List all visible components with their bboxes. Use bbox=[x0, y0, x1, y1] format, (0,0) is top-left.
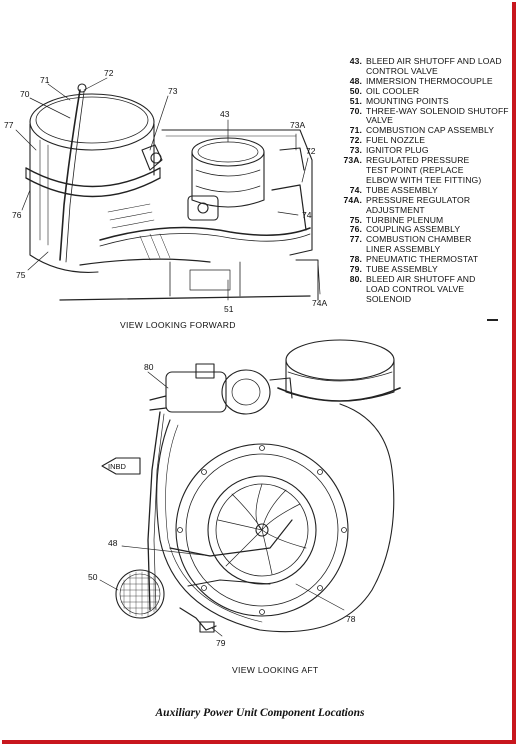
legend-row: SOLENOID bbox=[334, 293, 514, 305]
legend-row: ADJUSTMENT bbox=[334, 204, 514, 216]
legend-number: 75. bbox=[349, 214, 362, 225]
callout-73a: 73A bbox=[290, 120, 305, 130]
legend-number: 76. bbox=[349, 224, 362, 235]
legend-number: 79. bbox=[349, 264, 362, 275]
callout-78: 78 bbox=[346, 614, 356, 624]
legend-description: LINER ASSEMBLY bbox=[366, 244, 441, 255]
legend-description: TEST POINT (REPLACE bbox=[366, 164, 464, 175]
callout-80: 80 bbox=[144, 362, 154, 372]
legend-row: 48. IMMERSION THERMOCOUPLE bbox=[334, 75, 514, 87]
legend-description: COMBUSTION CAP ASSEMBLY bbox=[366, 125, 495, 136]
callout-71: 71 bbox=[40, 75, 50, 85]
legend-number: 72. bbox=[349, 135, 362, 146]
legend-row: 70. THREE-WAY SOLENOID SHUTOFF bbox=[334, 105, 514, 117]
legend-row: TEST POINT (REPLACE bbox=[334, 164, 514, 176]
legend-row: 74. TUBE ASSEMBLY bbox=[334, 184, 514, 196]
legend-description: ADJUSTMENT bbox=[366, 204, 425, 215]
callout-51: 51 bbox=[224, 304, 234, 314]
legend-row: 73A. REGULATED PRESSURE bbox=[334, 155, 514, 166]
legend-description: CONTROL VALVE bbox=[366, 65, 438, 76]
legend-row: LOAD CONTROL VALVE bbox=[334, 283, 514, 295]
legend-row: CONTROL VALVE bbox=[334, 65, 514, 77]
view-forward-label: VIEW LOOKING FORWARD bbox=[120, 320, 236, 330]
legend-number: 43. bbox=[349, 56, 362, 66]
legend-row: 72. FUEL NOZZLE bbox=[334, 135, 514, 146]
callout-72-right: 72 bbox=[306, 146, 316, 156]
legend-row: 51. MOUNTING POINTS bbox=[334, 95, 514, 107]
legend-row: 77. COMBUSTION CHAMBER bbox=[334, 234, 514, 245]
legend-number: 51. bbox=[349, 95, 362, 106]
legend-number: 77. bbox=[349, 234, 362, 245]
callout-77: 77 bbox=[4, 120, 14, 130]
legend-number: 70. bbox=[349, 105, 362, 116]
legend-row: 75. TURBINE PLENUM bbox=[334, 214, 514, 226]
legend-row: 50. OIL COOLER bbox=[334, 85, 514, 97]
legend-description: THREE-WAY SOLENOID SHUTOFF bbox=[366, 105, 509, 116]
legend-description: BLEED AIR SHUTOFF AND bbox=[366, 273, 476, 284]
legend-description: REGULATED PRESSURE bbox=[366, 155, 470, 166]
legend-number: 78. bbox=[349, 254, 362, 265]
legend-description: COMBUSTION CHAMBER bbox=[366, 234, 472, 245]
figure-caption: Auxiliary Power Unit Component Locations bbox=[155, 707, 365, 719]
legend-row: VALVE bbox=[334, 116, 514, 126]
legend-number: 74. bbox=[349, 184, 362, 195]
legend-description: BLEED AIR SHUTOFF AND LOAD bbox=[366, 56, 502, 66]
callout-43: 43 bbox=[220, 109, 230, 119]
legend-number: 71. bbox=[349, 125, 362, 136]
legend-description: OIL COOLER bbox=[366, 85, 420, 96]
inbd-label: INBD bbox=[108, 462, 127, 471]
legend-number bbox=[334, 206, 366, 216]
forward-view-drawing bbox=[15, 77, 321, 301]
legend-number: 80. bbox=[349, 273, 362, 284]
legend-number: 50. bbox=[349, 85, 362, 96]
legend-row: 43. BLEED AIR SHUTOFF AND LOAD bbox=[334, 56, 514, 67]
callout-72-top: 72 bbox=[104, 68, 114, 78]
legend-row: 76. COUPLING ASSEMBLY bbox=[334, 225, 514, 235]
legend-row: LINER ASSEMBLY bbox=[334, 244, 514, 255]
legend-description: SOLENOID bbox=[366, 293, 412, 304]
callout-76: 76 bbox=[12, 210, 22, 220]
callout-79: 79 bbox=[216, 638, 226, 648]
legend-description: LOAD CONTROL VALVE bbox=[366, 283, 465, 294]
legend-description: PRESSURE REGULATOR bbox=[366, 194, 471, 205]
legend-number bbox=[334, 285, 366, 295]
legend-description: VALVE bbox=[366, 115, 393, 126]
view-aft-label: VIEW LOOKING AFT bbox=[232, 665, 319, 675]
legend-description: IGNITOR PLUG bbox=[366, 145, 429, 156]
legend-description: TURBINE PLENUM bbox=[366, 214, 444, 225]
legend-description: MOUNTING POINTS bbox=[366, 95, 449, 106]
legend-description: TUBE ASSEMBLY bbox=[366, 264, 438, 275]
legend-description: PNEUMATIC THERMOSTAT bbox=[366, 254, 479, 265]
callout-50: 50 bbox=[88, 572, 98, 582]
legend-row: ELBOW WITH TEE FITTING) bbox=[334, 174, 514, 186]
legend-description: ELBOW WITH TEE FITTING) bbox=[366, 174, 482, 185]
callout-70: 70 bbox=[20, 89, 30, 99]
legend-number: 74A. bbox=[343, 194, 362, 205]
callout-75: 75 bbox=[16, 270, 26, 280]
aft-view-drawing bbox=[99, 339, 401, 637]
callout-74: 74 bbox=[302, 210, 312, 220]
legend-description: COUPLING ASSEMBLY bbox=[366, 224, 461, 235]
callout-74a: 74A bbox=[312, 298, 327, 308]
legend-row: 78. PNEUMATIC THERMOSTAT bbox=[334, 254, 514, 265]
legend-description: FUEL NOZZLE bbox=[366, 135, 426, 146]
legend-number: 48. bbox=[349, 75, 362, 86]
legend-row: 74A. PRESSURE REGULATOR bbox=[334, 194, 514, 206]
legend-row: 80. BLEED AIR SHUTOFF AND bbox=[334, 273, 514, 285]
legend-number bbox=[334, 166, 366, 176]
legend-number: 73A. bbox=[343, 155, 362, 166]
callout-73: 73 bbox=[168, 86, 178, 96]
legend-description: TUBE ASSEMBLY bbox=[366, 184, 438, 195]
legend-row: 71. COMBUSTION CAP ASSEMBLY bbox=[334, 125, 514, 136]
callout-48: 48 bbox=[108, 538, 118, 548]
legend-row: 73. IGNITOR PLUG bbox=[334, 145, 514, 156]
legend-number: 73. bbox=[349, 145, 362, 156]
legend-row: 79. TUBE ASSEMBLY bbox=[334, 264, 514, 275]
legend-description: IMMERSION THERMOCOUPLE bbox=[366, 75, 493, 86]
legend-number bbox=[334, 295, 366, 305]
